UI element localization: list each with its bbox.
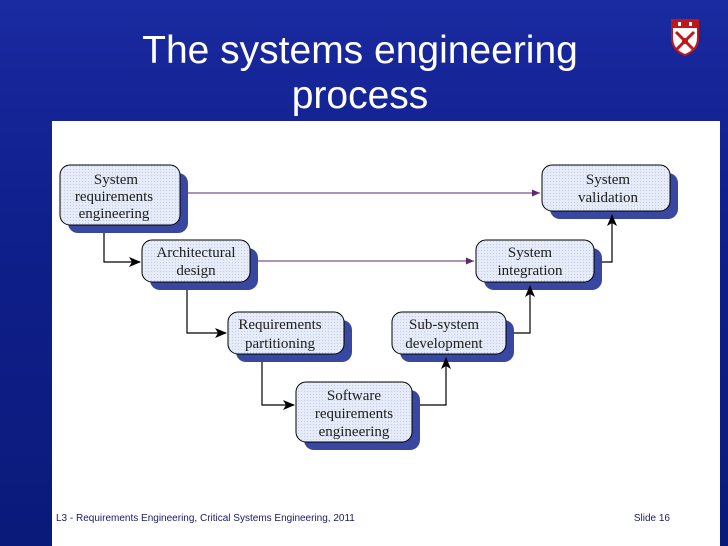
node-sub-system-development: Sub-system development (391, 311, 514, 362)
node-label-line: engineering (79, 206, 150, 222)
node-label-line: partitioning (245, 336, 315, 352)
slide-title-line-2: process (291, 74, 429, 117)
arrow-design-to-partition (186, 290, 227, 338)
node-label-line: System (508, 245, 553, 261)
node-label-line: Architectural (156, 245, 235, 261)
footer-slide-number: Slide 16 (633, 513, 670, 524)
node-label-line: design (176, 263, 216, 279)
node-system-integration: System integration (475, 239, 602, 290)
slide-title: The systems engineering process (100, 28, 620, 118)
node-label-line: System (94, 172, 139, 188)
node-label-line: Sub-system (409, 317, 479, 333)
node-label-line: System (586, 172, 631, 188)
node-label-line: integration (498, 263, 563, 279)
arrow-integration-to-validation (602, 214, 617, 263)
slide-footer: L3 - Requirements Engineering, Critical … (52, 498, 720, 546)
node-label-line: Requirements (238, 317, 321, 333)
slide-title-line-1: The systems engineering (142, 29, 578, 72)
university-crest-icon (671, 19, 699, 56)
arrow-subsystem-to-integration (514, 285, 535, 334)
footer-course-label: L3 - Requirements Engineering, Critical … (56, 513, 355, 524)
node-label-line: development (405, 336, 483, 352)
node-software-requirements-engineering: Software requirements engineering (295, 381, 420, 450)
node-label-line: requirements (315, 406, 393, 422)
node-system-validation: System validation (541, 164, 678, 219)
node-label-line: validation (578, 190, 638, 206)
node-requirements-partitioning: Requirements partitioning (227, 311, 352, 362)
node-system-requirements-engineering: System requirements engineering (59, 164, 188, 233)
node-architectural-design: Architectural design (141, 239, 258, 290)
arrow-req-to-design (103, 233, 141, 267)
node-label-line: requirements (75, 189, 153, 205)
node-label-line: Software (327, 388, 381, 404)
arrow-software-to-subsystem (420, 357, 451, 406)
arrow-partition-to-software (261, 362, 295, 410)
node-label-line: engineering (319, 424, 390, 440)
